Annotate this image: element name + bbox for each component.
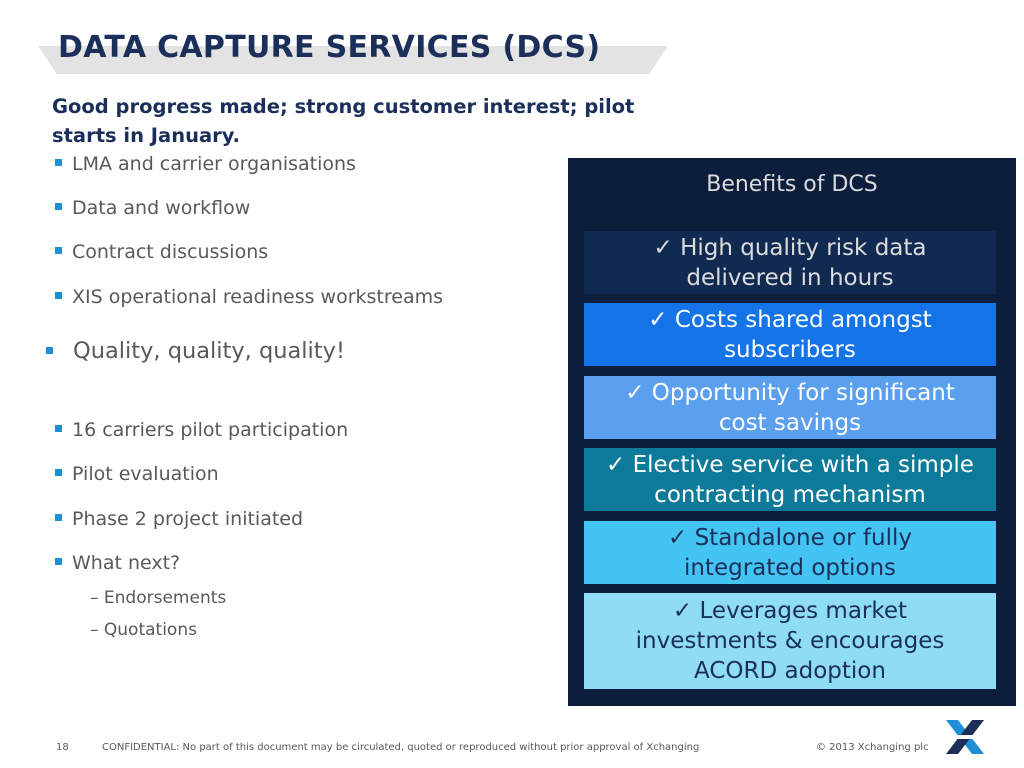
- bullet-square-icon: [55, 159, 62, 166]
- bullet-item: LMA and carrier organisations: [55, 153, 356, 175]
- bullet-item: Phase 2 project initiated: [55, 508, 303, 530]
- bullet-item: What next?: [55, 552, 180, 574]
- bullet-item: Data and workflow: [55, 197, 250, 219]
- bullet-highlight: Quality, quality, quality!: [46, 338, 345, 364]
- copyright: © 2013 Xchanging plc: [816, 742, 929, 753]
- bullet-square-icon: [55, 514, 62, 521]
- bullet-square-icon: [55, 425, 62, 432]
- xchanging-logo-icon: [944, 718, 986, 756]
- bullet-square-icon: [55, 558, 62, 565]
- page-number: 18: [56, 742, 69, 753]
- benefits-title: Benefits of DCS: [706, 172, 878, 197]
- title-band: [38, 46, 668, 74]
- bullet-item: Pilot evaluation: [55, 463, 219, 485]
- bullet-square-icon: [46, 347, 53, 354]
- dash-icon: –: [90, 588, 104, 608]
- bullet-square-icon: [55, 292, 62, 299]
- bullet-item: 16 carriers pilot participation: [55, 419, 348, 441]
- bullet-item: XIS operational readiness workstreams: [55, 286, 443, 308]
- sub-bullet-item: – Endorsements: [90, 588, 227, 608]
- bullet-square-icon: [55, 247, 62, 254]
- slide-subtitle: Good progress made; strong customer inte…: [52, 95, 635, 147]
- bullet-square-icon: [55, 203, 62, 210]
- bullet-square-icon: [55, 469, 62, 476]
- confidential-notice: CONFIDENTIAL: No part of this document m…: [102, 742, 700, 753]
- sub-bullet-item: – Quotations: [90, 620, 197, 640]
- bullet-item: Contract discussions: [55, 241, 268, 263]
- slide-title: DATA CAPTURE SERVICES (DCS): [58, 30, 601, 65]
- benefits-panel: Benefits of DCS ✓ High quality risk data…: [568, 158, 1016, 706]
- dash-icon: –: [90, 620, 104, 640]
